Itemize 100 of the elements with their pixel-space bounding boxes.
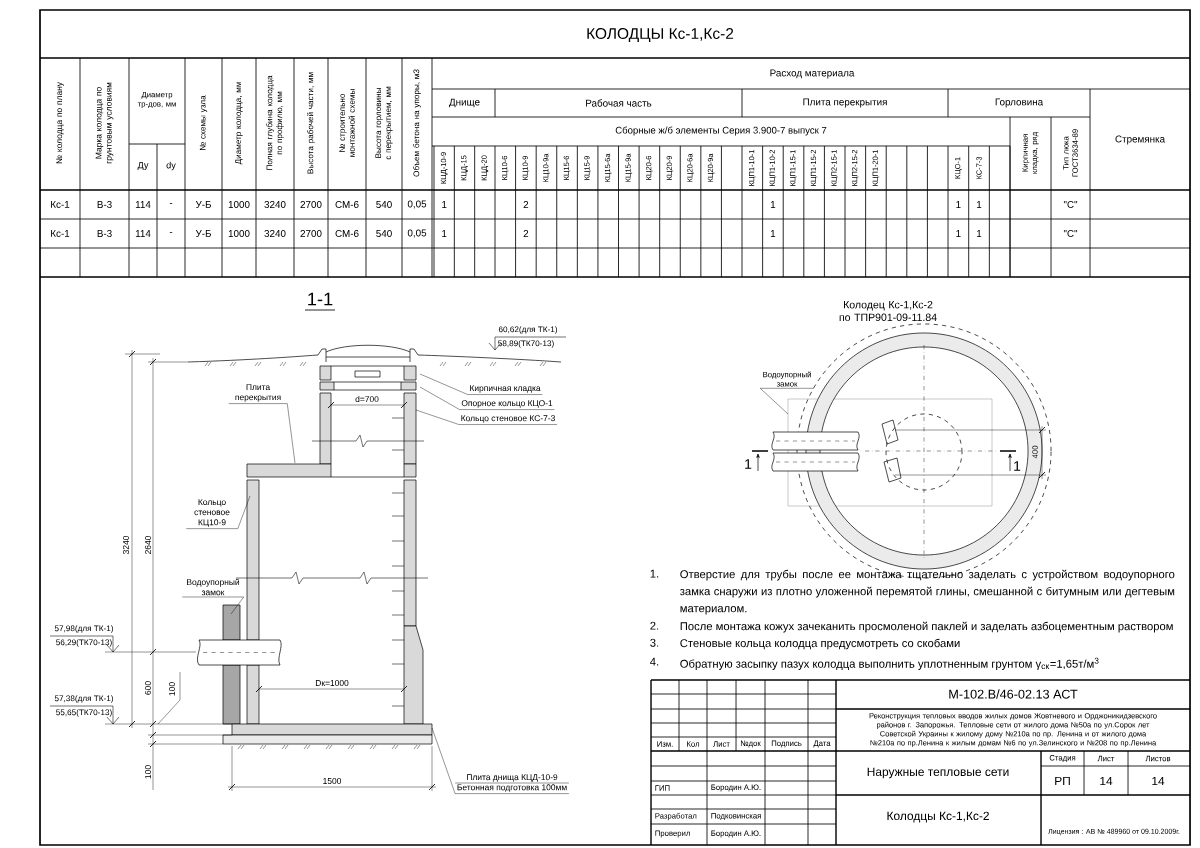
table-cell: В-3 xyxy=(97,230,112,237)
table-cell: Кс-1 xyxy=(51,230,70,237)
callout-text: Кольцо стеновое КС-7-3 xyxy=(461,415,555,423)
table-cell: 0,05 xyxy=(407,229,427,238)
callout-text: Водоупорный замок xyxy=(187,578,240,596)
group-header: Сборные ж/б элементы Серия 3.900-7 выпуск 7 xyxy=(615,126,827,136)
column-header: Высота рабочей части, мм xyxy=(307,72,315,174)
table-cell: 1 xyxy=(442,201,447,208)
column-header: Объем бетона на упоры, м3 xyxy=(413,69,421,177)
table-cell: 1000 xyxy=(228,201,250,208)
table-cell: В-3 xyxy=(97,201,112,208)
column-header: Ду xyxy=(137,161,149,171)
note-text: После монтажа кожух зачеканить просмоленой паклей и заделать азбоцементным раствором xyxy=(680,621,1173,633)
group-header: Горловина xyxy=(995,98,1044,108)
dimension-text: Dк=1000 xyxy=(315,680,349,686)
column-header: dу xyxy=(166,161,176,171)
dimension-text: 100 xyxy=(145,765,151,779)
note-text: Стеновые кольца колодца предусмотреть со скобами xyxy=(680,638,960,650)
table-cell: СМ-6 xyxy=(335,230,359,237)
group-header: Расход материала xyxy=(770,69,855,79)
elevation-text: 55,65(ТК70-13) xyxy=(56,709,112,717)
table-cell: 0,05 xyxy=(407,200,427,209)
table-cell: "С" xyxy=(1063,201,1078,208)
table-cell: 1 xyxy=(977,201,982,208)
well-section-drawing xyxy=(49,309,567,792)
column-header: Полная глубина колодца по профилю, мм xyxy=(266,75,284,170)
callout-text: Кольцо стеновое КЦ10-9 xyxy=(194,499,230,527)
elevation-text: 57,98(для ТК-1) xyxy=(54,625,113,633)
leader-line xyxy=(760,388,814,415)
dimension-text: 3240 xyxy=(123,535,129,555)
table-cell: 1 xyxy=(956,201,961,208)
table-cell: 114 xyxy=(135,230,151,237)
table-cell: 114 xyxy=(135,201,151,208)
table-cell: 2 xyxy=(523,201,529,208)
note-text: Отверстие для трубы после ее монтажа тщательно заделать с устройством водоупорного замка снаружи из плотно уложенной перемятой глины, смешанной с битумным или дегтевым материалом. xyxy=(680,569,1175,615)
elevation-text: 56,29(ТК70-13) xyxy=(56,639,112,647)
table-cell: У-Б xyxy=(195,201,211,208)
plan-title: Колодец Кс-1,Кс-2 по ТПР901-09-11.84 xyxy=(839,300,937,322)
note-number: 2. xyxy=(650,621,659,630)
leader-line xyxy=(415,409,558,425)
title-block-text: Наружные тепловые сети xyxy=(867,767,1009,779)
column-header: Диаметр колодца, мм xyxy=(235,82,243,165)
table-cell: Кс-1 xyxy=(51,201,70,208)
title-block-text: 14 xyxy=(1152,776,1165,786)
elevation-text: 58,89(ТК70-13) xyxy=(498,340,554,348)
table-cell: 540 xyxy=(376,230,392,237)
leader-line xyxy=(419,386,555,410)
table-cell: У-Б xyxy=(195,230,211,237)
table-cell: 1000 xyxy=(228,230,250,237)
table-cell: 1 xyxy=(977,230,982,237)
group-header: Стремянка xyxy=(1115,135,1166,145)
drawing-title: КОЛОДЦЫ Кс-1,Кс-2 xyxy=(587,28,734,42)
note-number: 3. xyxy=(650,638,659,647)
elevation-text: 60,62(для ТК-1) xyxy=(498,326,557,334)
table-cell: 2700 xyxy=(300,201,322,208)
table-cell: 2 xyxy=(523,230,529,237)
title-block-text: Колодцы Кс-1,Кс-2 xyxy=(887,811,989,823)
table-cell: "С" xyxy=(1063,230,1078,237)
table-cell: 2700 xyxy=(300,230,322,237)
column-header: № схемы узла xyxy=(199,95,208,150)
group-header: Рабочая часть xyxy=(586,99,652,107)
leader-line xyxy=(182,596,244,615)
dimension-text: d=700 xyxy=(355,395,379,403)
note-text: Обратную засыпку пазух колодца выполнить уплотненным грунтом γ$_{ск}$=1,65т/м$^{3}$ xyxy=(680,657,1099,670)
leader-line xyxy=(419,373,543,395)
column-header: Марка колодца по грунтовым условиям xyxy=(95,82,114,164)
dimension-text: 1500 xyxy=(323,778,342,784)
note-number: 4. xyxy=(650,657,659,666)
callout-text: Плита перекрытия xyxy=(235,384,281,402)
table-cell: 540 xyxy=(376,201,392,208)
table-cell: СМ-6 xyxy=(335,201,359,208)
note-number: 1. xyxy=(650,569,659,578)
table-cell: 1 xyxy=(770,201,776,208)
title-block-text: РП xyxy=(1055,776,1070,786)
callout-text: Опорное кольцо КЦО-1 xyxy=(461,400,553,408)
column-header: № строительно монтажной схемы xyxy=(339,89,355,157)
callout-text: Плита днища КЦД-10-9 Бетонная подготовка 100мм xyxy=(457,774,567,792)
table-cell: - xyxy=(169,232,173,233)
dimension-text: 600 xyxy=(145,681,151,695)
table-cell: - xyxy=(169,203,173,204)
dimension-text: 2640 xyxy=(145,535,151,554)
group-header: Днище xyxy=(449,98,480,108)
table-cell: 1 xyxy=(770,230,776,237)
section-mark-label: 1 xyxy=(745,459,752,469)
table-cell: 3240 xyxy=(264,230,286,237)
leader-line xyxy=(228,403,296,464)
table-cell: 1 xyxy=(442,230,447,237)
elevation-text: 57,38(для ТК-1) xyxy=(54,695,113,703)
leader-line xyxy=(186,495,251,529)
section-mark-label: 1 xyxy=(1014,461,1021,471)
title-block-text: 14 xyxy=(1100,776,1113,786)
leader-line xyxy=(431,727,570,794)
dimension-text: 100 xyxy=(169,682,175,696)
column-header: Высота горловины с перекрытием, мм xyxy=(375,86,393,160)
table-cell: 1 xyxy=(956,230,961,237)
section-title: 1-1 xyxy=(308,292,333,306)
column-header: № колодца по плану xyxy=(56,82,64,164)
callout-text: Кирпичная кладка xyxy=(470,385,541,393)
group-header: Плита перекрытия xyxy=(803,98,887,108)
title-block-text: М-102.В/46-02.13 АСТ xyxy=(949,689,1078,699)
